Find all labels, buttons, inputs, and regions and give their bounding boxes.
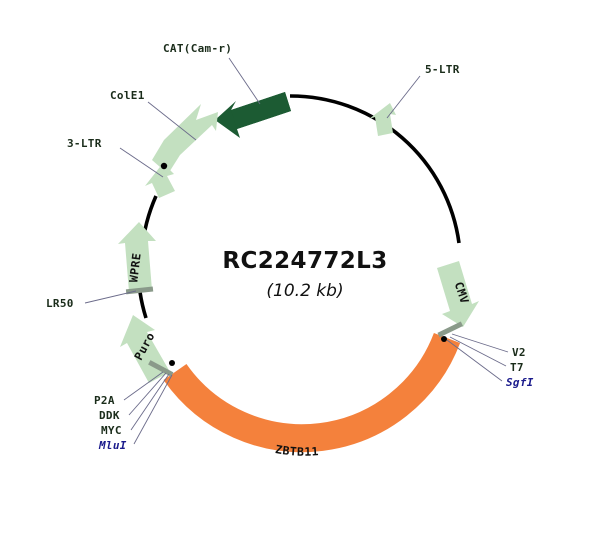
label-5-ltr: 5-LTR	[425, 63, 460, 76]
label-v2: V2	[512, 346, 526, 359]
leader-myc	[130, 373, 170, 431]
site-bar-lr50	[125, 286, 154, 295]
feature-shape-wpre	[118, 222, 156, 292]
feature-label-wpre: WPRE	[126, 252, 144, 283]
feature-arc-zbtb11	[163, 332, 461, 453]
label-sgfi: SgfI	[506, 376, 534, 389]
plasmid-size: (10.2 kb)	[266, 281, 343, 301]
insert-start-tick-right	[441, 336, 447, 342]
site-bar-p2a-cluster	[148, 360, 174, 377]
feature-shape-cat-body	[231, 92, 291, 129]
label-lr50: LR50	[46, 297, 74, 310]
feature-3-ltr	[145, 163, 175, 198]
leader-5-ltr	[386, 75, 421, 119]
feature-arc-label-zbtb11: ZBTB11	[274, 442, 319, 459]
feature-shape-3-ltr	[145, 163, 175, 198]
feature-puro	[120, 315, 174, 383]
label-3-ltr: 3-LTR	[67, 137, 102, 150]
label-cole1: ColE1	[110, 89, 145, 102]
leader-cole1	[147, 101, 197, 141]
label-p2a: P2A	[94, 394, 115, 407]
label-cat: CAT(Cam-r)	[163, 42, 232, 55]
leader-mlui	[133, 374, 173, 445]
feature-shape-cmv	[437, 261, 479, 327]
insert-start-tick-left	[169, 360, 175, 366]
label-mlui: MluI	[98, 439, 127, 452]
junction-tick-3-ltr	[160, 162, 168, 170]
feature-label-cmv: CMV	[452, 280, 472, 306]
leader-p2a	[123, 371, 164, 401]
feature-shape-5-ltr	[369, 103, 396, 136]
leader-cat	[228, 57, 261, 105]
leader-t7	[449, 336, 507, 367]
feature-5-ltr	[369, 103, 396, 136]
label-t7: T7	[510, 361, 524, 374]
leader-3-ltr	[119, 147, 164, 178]
label-myc: MYC	[101, 424, 122, 437]
feature-shape-cole1	[152, 104, 218, 174]
feature-cole1	[152, 104, 218, 174]
feature-cat	[215, 92, 291, 138]
leader-v2	[451, 333, 509, 353]
backbone-arc-left-lower	[138, 291, 148, 319]
feature-wpre	[118, 222, 156, 295]
leader-sgfi	[446, 339, 503, 382]
leader-ddk	[128, 372, 167, 416]
feature-cmv	[437, 261, 479, 338]
site-bar-cmv-end	[437, 321, 463, 338]
plasmid-title: RC224772L3	[222, 248, 387, 274]
leader-lr50	[84, 290, 137, 304]
label-ddk: DDK	[99, 409, 120, 422]
backbone-arc-right	[289, 94, 461, 244]
